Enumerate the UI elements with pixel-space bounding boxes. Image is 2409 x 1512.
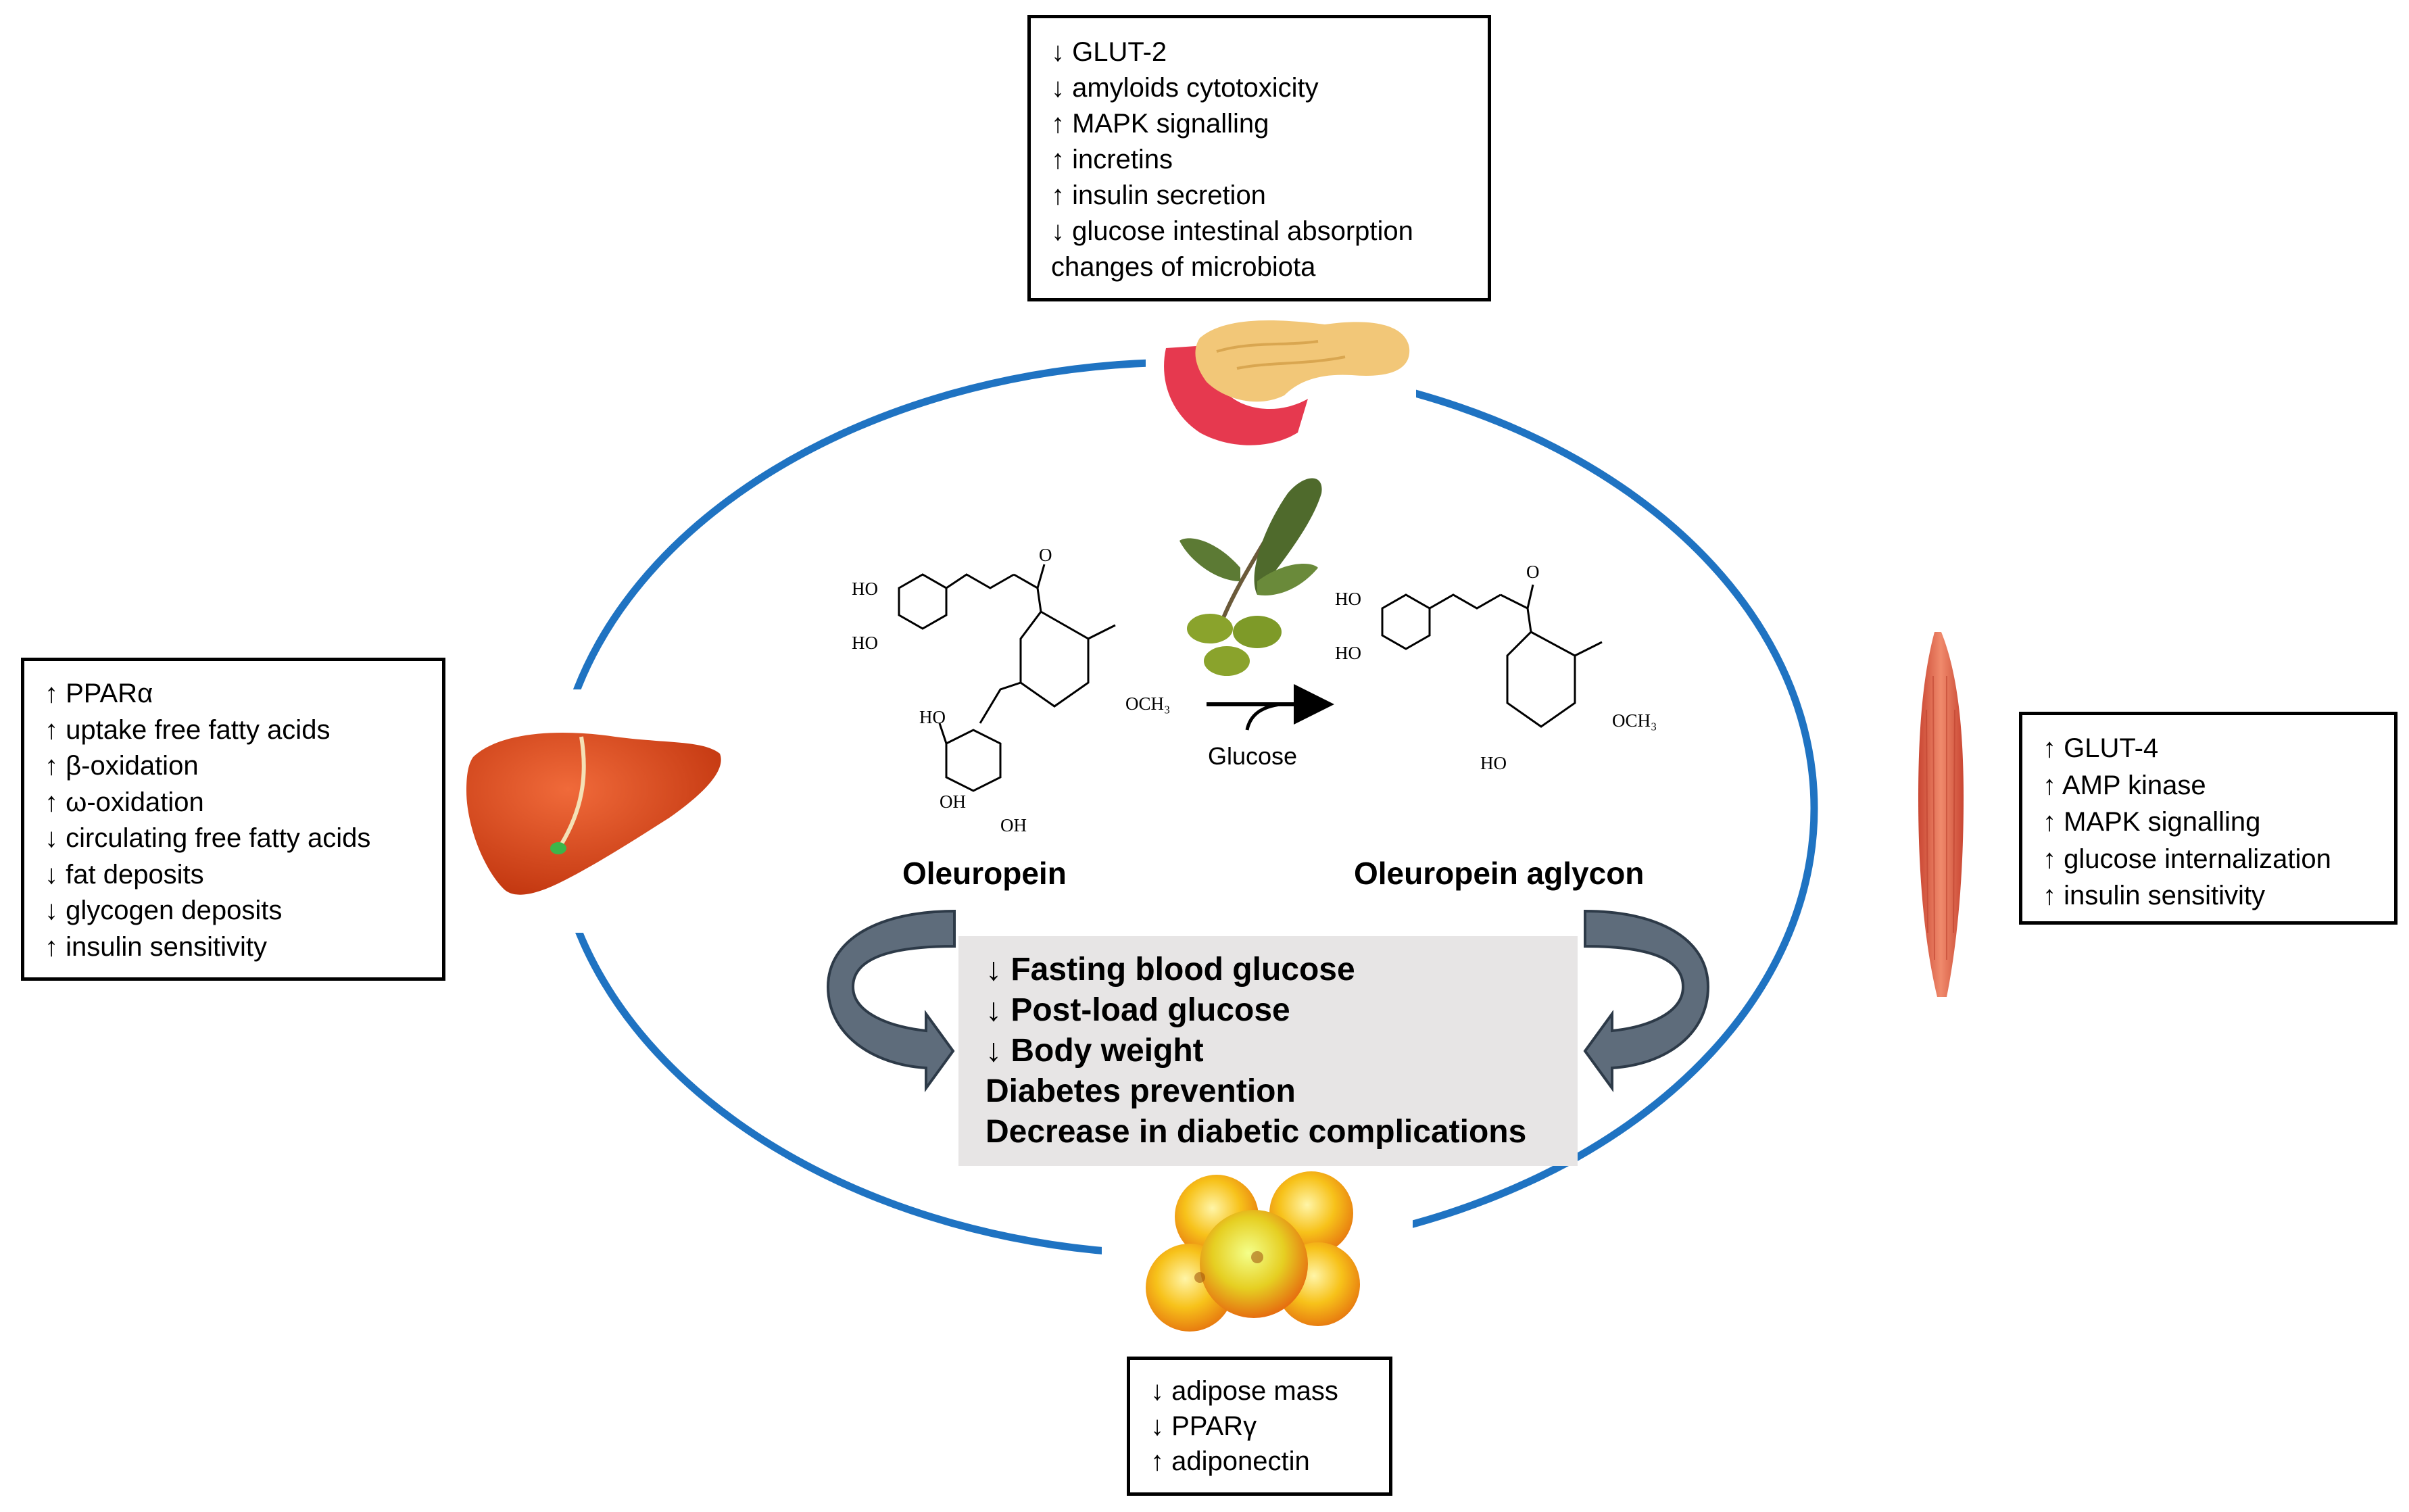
struct-right-o: O [1526, 562, 1540, 582]
pancreas-icon [1164, 320, 1410, 445]
liver-effect: ↓ circulating free fatty acids [45, 823, 371, 853]
pancreas-effect: ↑ incretins [1051, 145, 1173, 174]
liver-effect: ↑ β-oxidation [45, 751, 199, 781]
left-curved-arrow [826, 909, 956, 1093]
adipose-effects-box: ↓ adipose mass ↓ PPARγ ↑ adiponectin [1127, 1357, 1392, 1496]
struct-right-ho-3: HO [1480, 753, 1507, 773]
muscle-effect: ↑ glucose internalization [2043, 844, 2331, 874]
struct-right-ho-1: HO [1335, 589, 1361, 609]
oleuropein-label: Oleuropein [902, 856, 1067, 891]
adipose-effect: ↑ adiponectin [1150, 1446, 1310, 1476]
liver-effect: ↓ fat deposits [45, 859, 204, 889]
pancreas-effect: ↓ glucose intestinal absorption [1051, 216, 1413, 246]
liver-effect: ↑ PPARα [45, 679, 153, 708]
adipocytes-icon [1146, 1171, 1360, 1332]
adipose-effect: ↓ PPARγ [1150, 1411, 1257, 1441]
struct-left-oh-1: OH [940, 791, 966, 812]
outcome-item: Decrease in diabetic complications [986, 1114, 1527, 1150]
liver-effect: ↓ glycogen deposits [45, 896, 283, 925]
pancreas-effect: ↑ insulin secretion [1051, 180, 1266, 210]
struct-left-o: O [1039, 545, 1052, 565]
struct-left-och3: OCH₃ [1125, 693, 1170, 714]
pancreas-effect: changes of microbiota [1051, 252, 1316, 282]
aglycon-structure [1381, 584, 1603, 728]
struct-left-oh-2: OH [1000, 815, 1027, 835]
liver-effect: ↑ insulin sensitivity [45, 931, 268, 962]
struct-left-ho-1: HO [852, 579, 878, 599]
outcome-item: ↓ Fasting blood glucose [986, 952, 1355, 987]
muscle-effects-box: ↑ GLUT-4 ↑ AMP kinase ↑ MAPK signalling … [2019, 712, 2398, 925]
outcome-item: ↓ Body weight [986, 1033, 1204, 1069]
outcomes-panel: ↓ Fasting blood glucose ↓ Post-load gluc… [958, 936, 1578, 1166]
liver-icon [466, 732, 721, 895]
struct-left-ho-2: HO [852, 633, 878, 653]
struct-right-och3: OCH₃ [1612, 710, 1657, 731]
oleuropein-structure [898, 564, 1116, 792]
muscle-effect: ↑ MAPK signalling [2043, 807, 2261, 837]
reaction-glucose-label: Glucose [1208, 742, 1298, 770]
reaction-curve [1245, 702, 1282, 731]
right-curved-arrow [1583, 909, 1710, 1093]
liver-effects-box: ↑ PPARα ↑ uptake free fatty acids ↑ β-ox… [21, 658, 445, 981]
pancreas-effect: ↓ amyloids cytotoxicity [1051, 73, 1319, 103]
muscle-effect: ↑ GLUT-4 [2043, 733, 2159, 763]
pancreas-effect: ↓ GLUT-2 [1051, 37, 1167, 67]
struct-right-ho-2: HO [1335, 643, 1361, 663]
liver-effect: ↑ ω-oxidation [45, 787, 204, 817]
struct-left-ho-3: HO [919, 707, 946, 727]
muscle-icon [1918, 632, 1964, 997]
pancreas-effect: ↑ MAPK signalling [1051, 109, 1269, 139]
adipose-effect: ↓ adipose mass [1150, 1376, 1338, 1406]
oleuropein-aglycon-label: Oleuropein aglycon [1354, 856, 1645, 891]
olive-branch-icon [1179, 478, 1322, 676]
liver-effect: ↑ uptake free fatty acids [45, 714, 331, 745]
muscle-effect: ↑ insulin sensitivity [2043, 881, 2266, 910]
muscle-effect: ↑ AMP kinase [2043, 770, 2206, 800]
outcome-item: Diabetes prevention [986, 1073, 1296, 1109]
outcome-item: ↓ Post-load glucose [986, 992, 1290, 1028]
pancreas-effects-box: ↓ GLUT-2 ↓ amyloids cytotoxicity ↑ MAPK … [1027, 15, 1491, 301]
